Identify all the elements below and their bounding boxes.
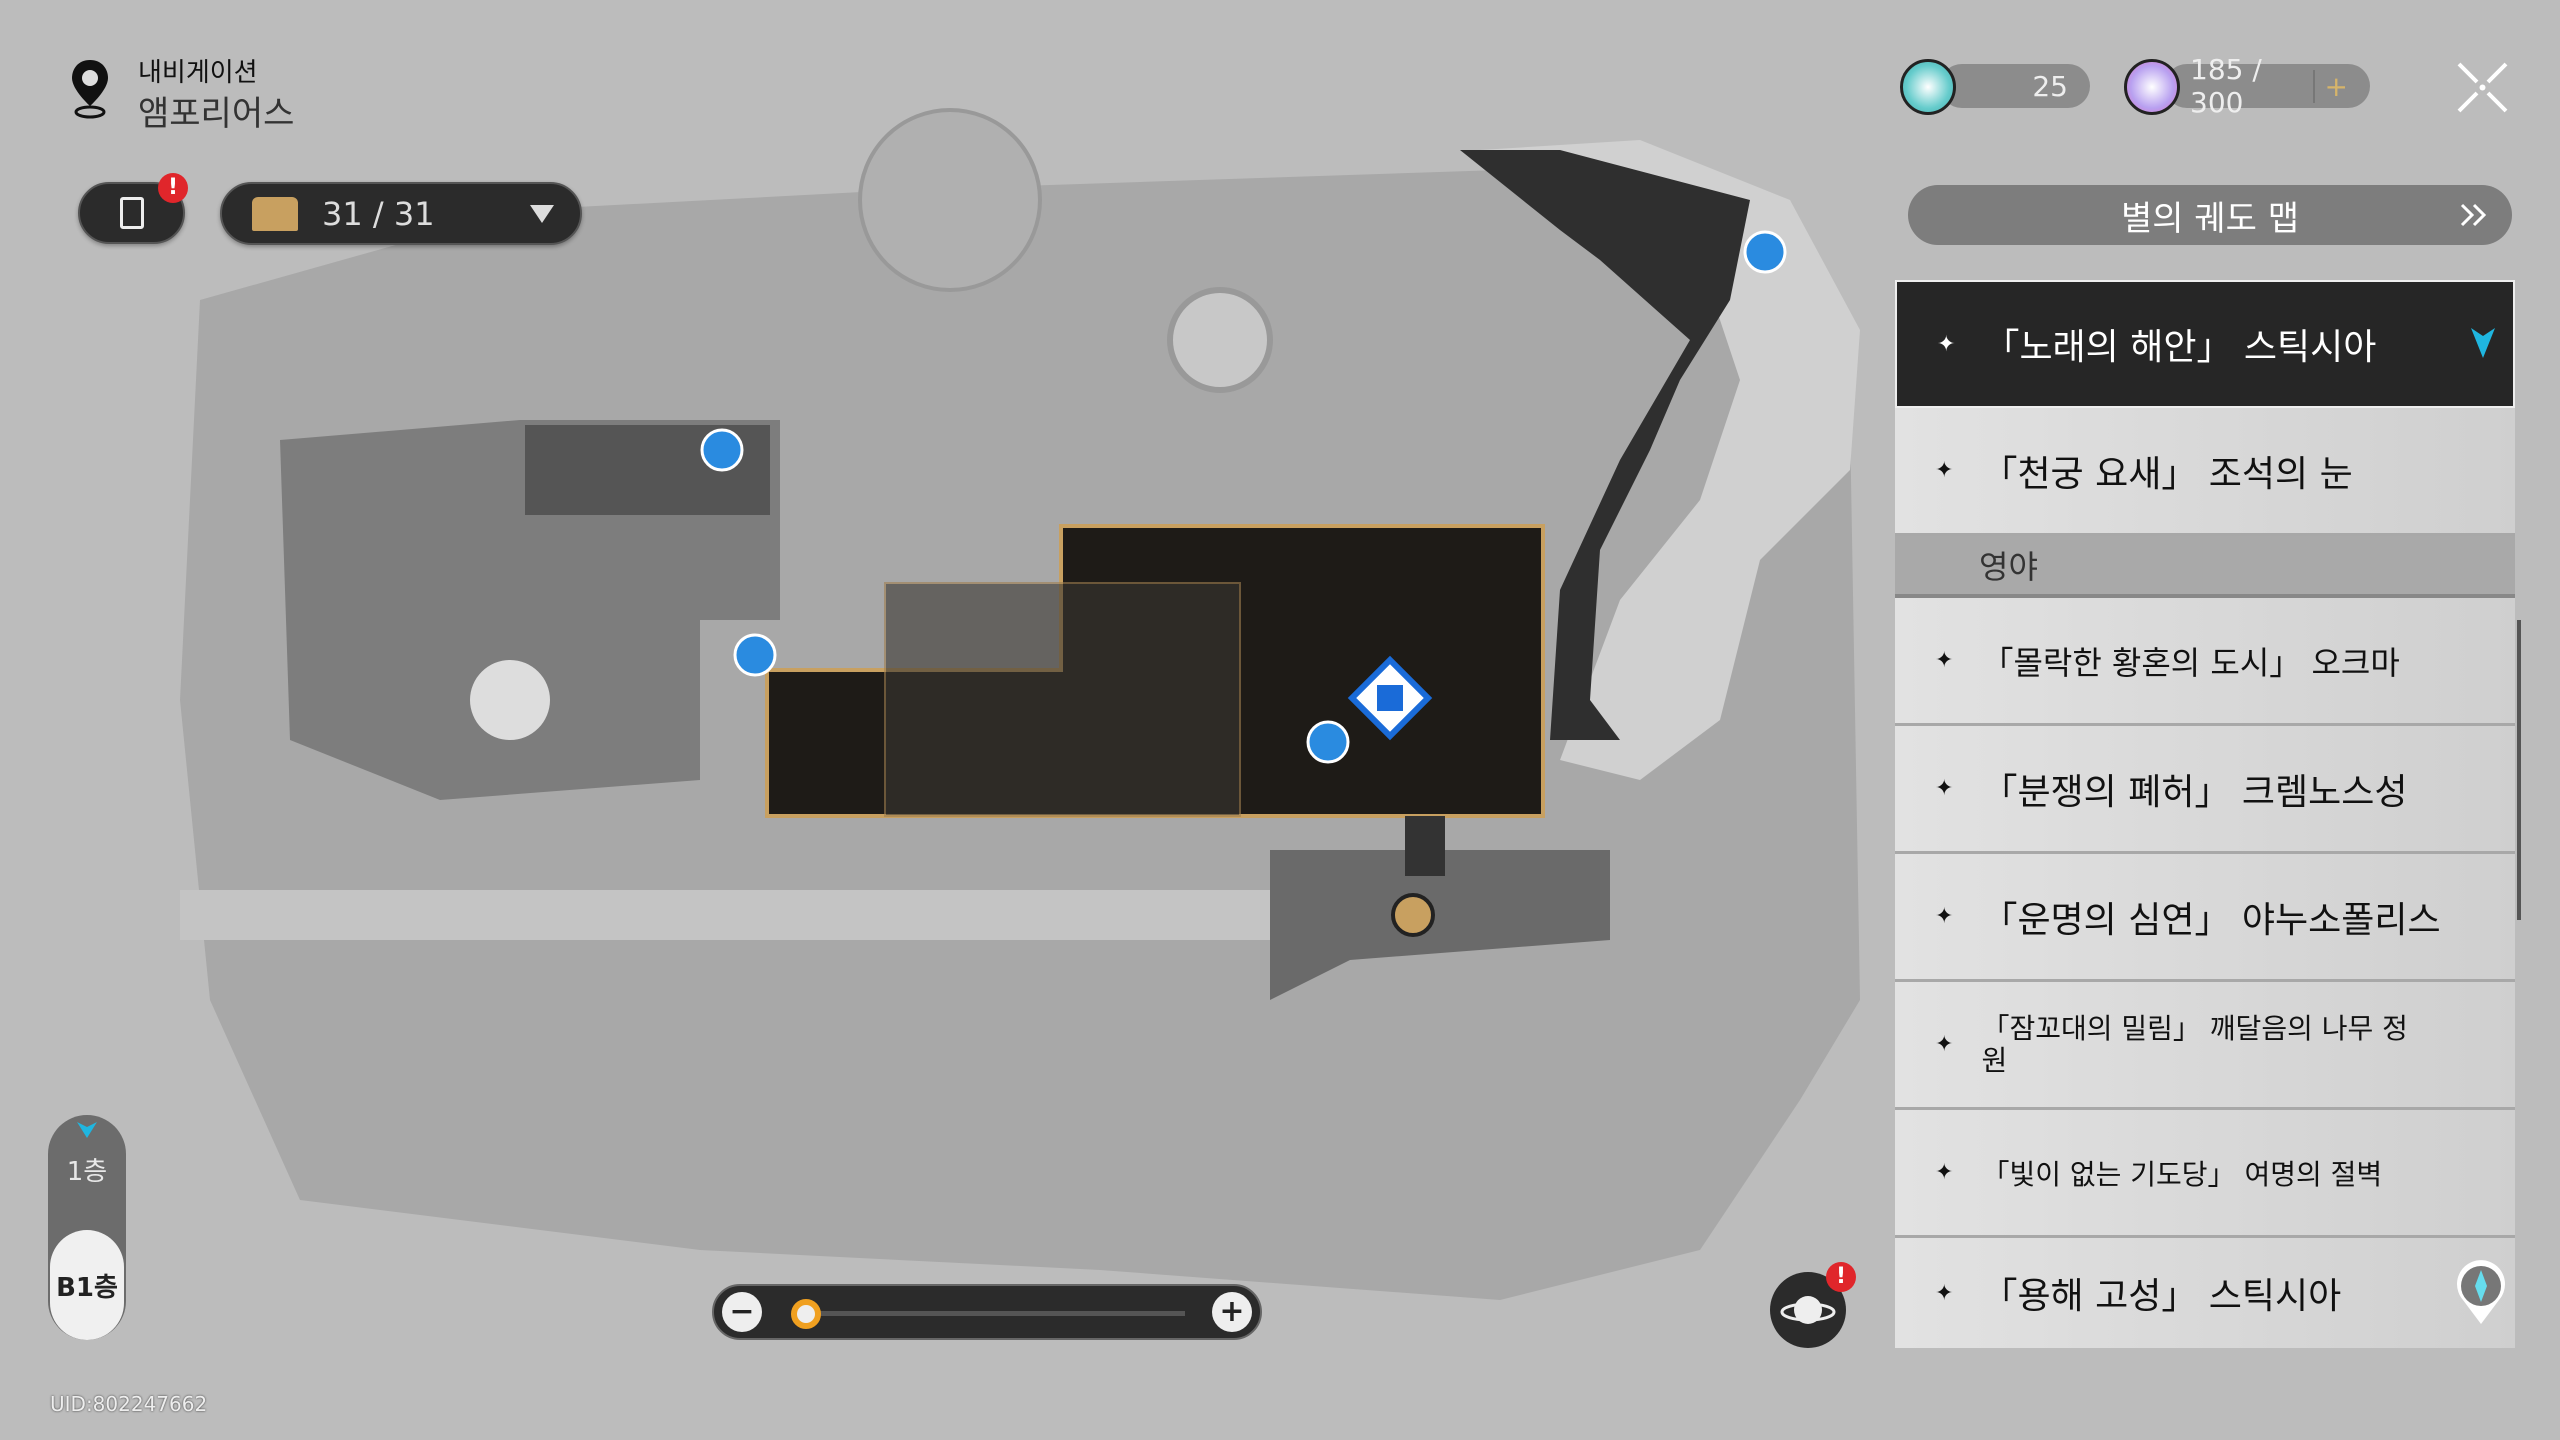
highlighted-subarea	[884, 582, 1241, 817]
sparkle-icon: ✦	[1937, 331, 1956, 357]
map-dark-path	[1460, 150, 1750, 740]
area-list[interactable]: ✦ 「노래의 해안」 스틱시아 ✦ 「천궁 요새」 조석의 눈 영야 ✦ 「몰락한 황…	[1895, 280, 2521, 1348]
notification-badge: !	[1826, 1262, 1856, 1292]
area-label: 「천궁 요새」 조석의 눈	[1981, 453, 2353, 495]
map-marker-icon	[2457, 1260, 2505, 1324]
close-icon[interactable]	[2455, 60, 2510, 115]
area-label: 「운명의 심연」 야누소폴리스	[1981, 899, 2441, 941]
area-label: 「잠꼬대의 밀림」 깨달음의 나무 정원	[1981, 1011, 2408, 1077]
double-chevron-right-icon	[2460, 203, 2487, 227]
zoom-slider-handle[interactable]	[790, 1299, 821, 1329]
area-item[interactable]: ✦ 「용해 고성」 스틱시아	[1895, 1238, 2515, 1348]
area-label: 「노래의 해안」 스틱시아	[1983, 327, 2377, 368]
area-label: 「용해 고성」 스틱시아	[1981, 1276, 2342, 1317]
chest-count: 31 / 31	[322, 194, 435, 233]
add-power-button[interactable]: +	[2312, 69, 2348, 103]
currency-fuel-value: 25	[2032, 69, 2068, 103]
notification-badge: !	[158, 173, 188, 203]
zoom-control[interactable]: − +	[712, 1284, 1262, 1340]
area-item[interactable]: ✦ 「천궁 요새」 조석의 눈	[1895, 408, 2515, 536]
floor-b1-button[interactable]: B1층	[50, 1230, 124, 1340]
sparkle-icon: ✦	[1935, 776, 1954, 801]
treasure-chest-dropdown[interactable]: 31 / 31	[220, 182, 582, 245]
list-scrollbar[interactable]	[2517, 620, 2521, 920]
location-title: 앰포리어스	[138, 94, 295, 134]
sparkle-icon: ✦	[1935, 1032, 1954, 1057]
area-label: 「몰락한 황혼의 도시」 오크마	[1981, 643, 2400, 682]
floor-selector[interactable]: 1층 B1층	[48, 1115, 126, 1340]
trailblaze-power-value: 185 / 300	[2190, 53, 2262, 119]
uid-label: UID:802247662	[50, 1392, 208, 1416]
planet-button[interactable]	[1770, 1272, 1846, 1348]
sparkle-icon: ✦	[1935, 1280, 1954, 1306]
zoom-in-button[interactable]: +	[1212, 1292, 1252, 1332]
area-item[interactable]: ✦ 「몰락한 황혼의 도시」 오크마	[1895, 598, 2515, 726]
location-pin-icon	[70, 58, 110, 120]
chevron-down-icon	[530, 204, 554, 223]
area-item[interactable]: ✦ 「빛이 없는 기도당」 여명의 절벽	[1895, 1110, 2515, 1238]
zoom-track[interactable]	[794, 1311, 1185, 1316]
map-plaza	[470, 660, 550, 740]
section-label: 영야	[1979, 548, 2038, 586]
sparkle-icon: ✦	[1935, 458, 1954, 483]
planet-icon	[1780, 1296, 1836, 1324]
area-item[interactable]: ✦ 「잠꼬대의 밀림」 깨달음의 나무 정원	[1895, 982, 2515, 1110]
area-label: 「분쟁의 폐허」 크렘노스성	[1981, 771, 2408, 813]
trailblaze-power: 185 / 300 +	[2165, 53, 2370, 119]
treasure-chest-icon	[252, 196, 298, 231]
sparkle-icon: ✦	[1935, 1160, 1954, 1185]
mechanism-icon[interactable]	[1391, 893, 1435, 937]
space-anchor-icon[interactable]	[733, 633, 777, 677]
area-label: 「빛이 없는 기도당」 여명의 절벽	[1981, 1157, 2383, 1191]
map-lower-corridor	[1270, 850, 1610, 1000]
sparkle-icon: ✦	[1935, 904, 1954, 929]
current-location-icon	[2471, 328, 2495, 358]
star-rail-map-button[interactable]: 별의 궤도 맵	[1908, 185, 2512, 245]
space-anchor-icon[interactable]	[1306, 720, 1350, 764]
map-coast	[1480, 140, 1860, 780]
map-rotunda	[858, 108, 1042, 292]
clipboard-icon	[119, 197, 144, 229]
sparkle-icon: ✦	[1935, 648, 1954, 673]
crescent-moon-icon	[1929, 551, 1943, 579]
trailblaze-power-icon	[2124, 59, 2180, 115]
area-item[interactable]: ✦ 「운명의 심연」 야누소폴리스	[1895, 854, 2515, 982]
fuel-icon	[1900, 59, 1956, 115]
zoom-out-button[interactable]: −	[722, 1292, 762, 1332]
area-item[interactable]: ✦ 「분쟁의 폐허」 크렘노스성	[1895, 726, 2515, 854]
area-item[interactable]: ✦ 「노래의 해안」 스틱시아	[1895, 280, 2515, 408]
space-anchor-icon[interactable]	[1743, 230, 1787, 274]
map-walkway	[180, 890, 1280, 940]
space-anchor-icon[interactable]	[700, 428, 744, 472]
navigation-label: 내비게이션	[138, 58, 258, 88]
star-rail-map-label: 별의 궤도 맵	[2120, 198, 2299, 239]
current-floor-marker-icon	[77, 1122, 97, 1138]
map-passage	[1405, 816, 1445, 876]
section-header: 영야	[1895, 536, 2515, 598]
floor-1-button[interactable]: 1층	[66, 1157, 108, 1187]
currency-fuel: 25	[1940, 64, 2090, 108]
map-circle	[1167, 287, 1273, 393]
waypoint-icon[interactable]	[1347, 655, 1433, 741]
